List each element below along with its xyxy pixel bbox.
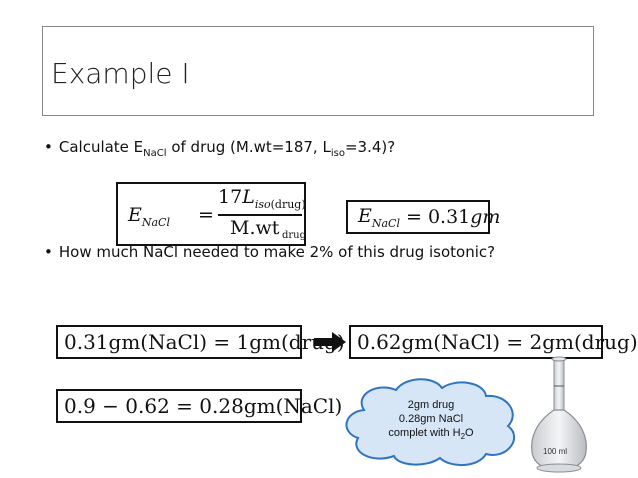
bullet-calculate: • Calculate ENaCl of drug (M.wt=187, Liso… <box>44 138 395 159</box>
bullet-dot: • <box>44 243 53 261</box>
equation-2: 0.62gm(NaCl) = 2gm(drug) <box>357 330 638 354</box>
equation-1-box: 0.31gm(NaCl) = 1gm(drug) <box>56 325 345 359</box>
volumetric-flask-icon <box>531 356 587 473</box>
bullet-dot: • <box>44 138 53 156</box>
equation-2-box: 0.62gm(NaCl) = 2gm(drug) <box>349 325 638 359</box>
cloud-line-1: 2gm drug <box>407 399 455 411</box>
formula-denominator: M.wt <box>230 217 280 239</box>
formula-box: ENaCl = 17Liso(drug) M.wt drug <box>116 182 306 246</box>
title-box: Example I <box>42 26 594 116</box>
bullet-question: • How much NaCl needed to make 2% of this… <box>44 243 495 261</box>
equation-3: 0.9 − 0.62 = 0.28gm(NaCl) <box>64 394 343 418</box>
bullet1-sub-nacl: NaCl <box>143 148 167 159</box>
formula-denominator-sub: drug <box>282 230 307 241</box>
result-unit: gm <box>470 206 501 228</box>
right-arrow-icon <box>314 332 346 352</box>
cloud-line-2: 0.28gm NaCl <box>398 413 464 425</box>
cloud-text: 2gm drug 0.28gm NaCl complet with H2O <box>336 398 526 444</box>
cloud-line-3: complet with H2O <box>388 427 474 442</box>
slide-title: Example I <box>51 57 190 90</box>
flask-label: 100 ml <box>543 447 568 456</box>
bullet1-sub-iso: iso <box>330 148 345 159</box>
formula-equals: = <box>198 204 214 226</box>
result-value: = 0.31 <box>406 206 471 228</box>
formula-lhs: ENaCl <box>128 204 170 229</box>
fraction-bar <box>218 214 302 216</box>
equation-1: 0.31gm(NaCl) = 1gm(drug) <box>64 330 345 354</box>
bullet2-text: How much NaCl needed to make 2% of this … <box>58 243 496 261</box>
equation-3-box: 0.9 − 0.62 = 0.28gm(NaCl) <box>56 389 342 423</box>
bullet1-mid: of drug (M.wt=187, L <box>166 138 331 156</box>
formula-numerator: 17Liso(drug) <box>218 186 306 211</box>
cloud-shape <box>345 378 515 466</box>
bullet1-prefix: Calculate E <box>58 138 144 156</box>
bullet1-suffix: =3.4)? <box>344 138 396 156</box>
